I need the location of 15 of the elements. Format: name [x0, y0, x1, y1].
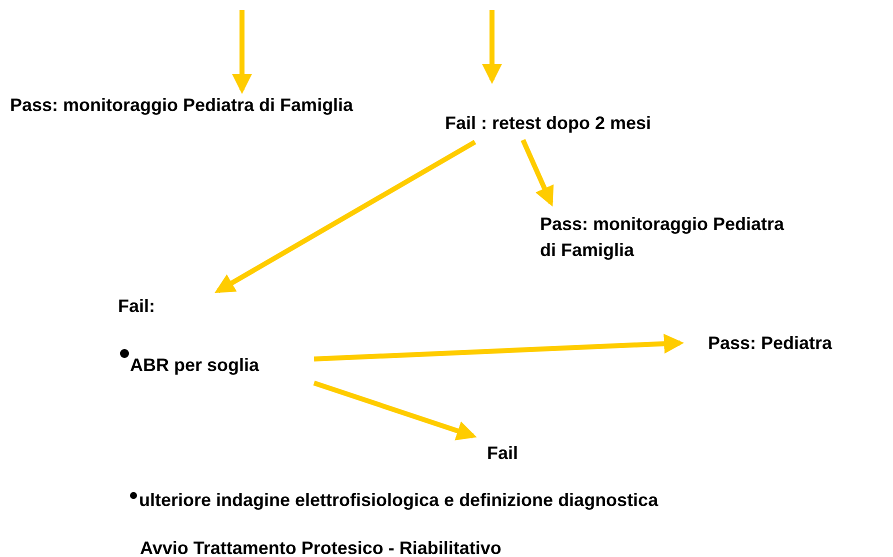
arrow — [314, 334, 684, 362]
step-text: Fail — [487, 440, 518, 466]
step-text: Pass: Pediatra — [708, 330, 832, 356]
step-text: Fail: — [118, 293, 156, 319]
note-text: Avvio Trattamento Protesico - Riabilitativo — [140, 537, 502, 557]
note-text: ulteriore indagine elettrofisiologica e definizione diagnostica — [139, 489, 658, 512]
step-text: Pass: monitoraggio Pediatra di Famiglia — [10, 92, 410, 118]
arrow — [520, 138, 554, 207]
arrow — [313, 380, 477, 440]
arrow — [232, 10, 252, 94]
step-text: Pass: monitoraggio Pediatra di Famiglia — [540, 211, 800, 263]
step-text: Fail : retest dopo 2 mesi — [445, 110, 652, 136]
step-text: ABR per soglia — [130, 352, 260, 378]
arrow — [214, 140, 476, 294]
arrow — [482, 10, 502, 84]
